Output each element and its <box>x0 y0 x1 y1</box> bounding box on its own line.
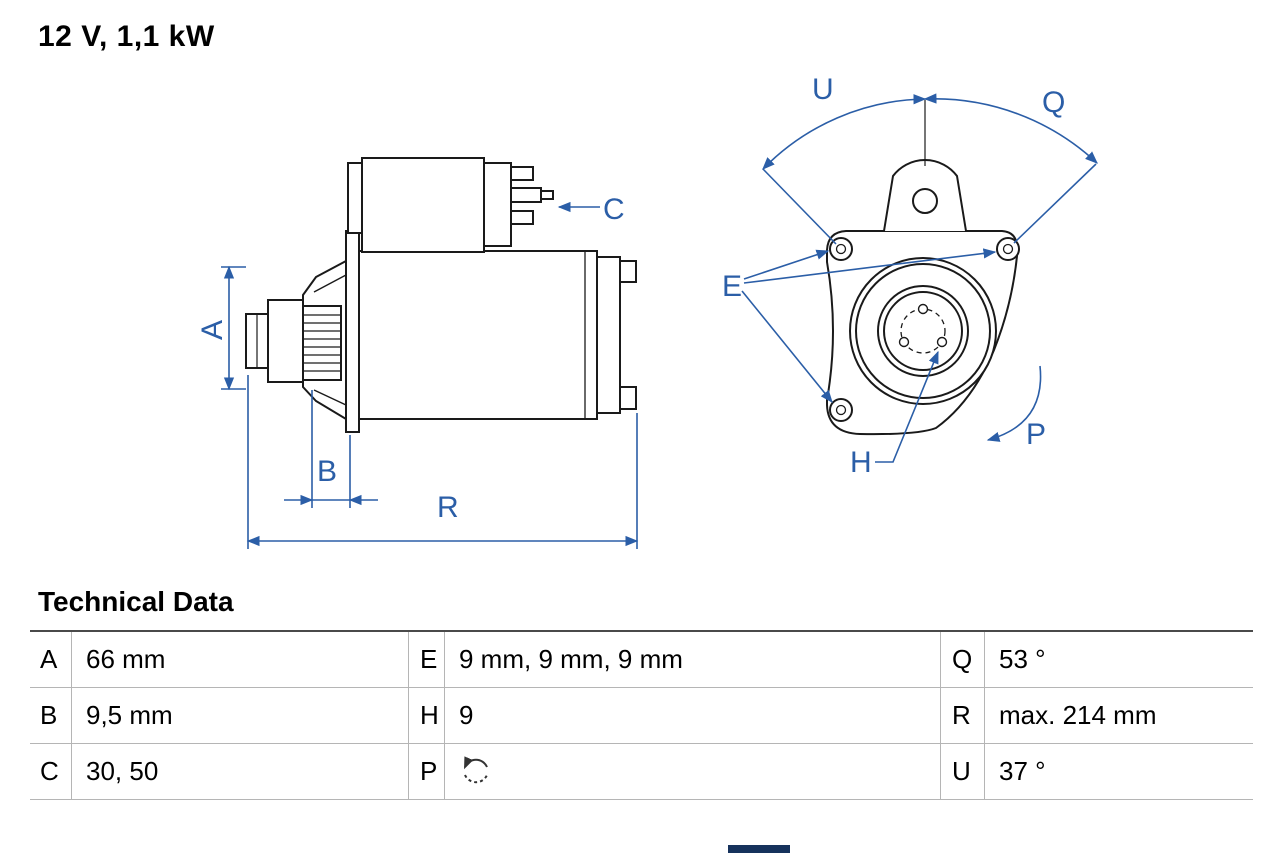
table-key-b: B <box>30 688 72 743</box>
solenoid-stud-2 <box>510 187 542 203</box>
solenoid-body <box>361 157 485 253</box>
side-view-dimensions <box>221 201 639 549</box>
table-key-h: H <box>408 688 445 743</box>
table-key-c: C <box>30 744 72 799</box>
dim-label-e: E <box>722 270 742 303</box>
end-cap <box>596 256 621 414</box>
table-key-q: Q <box>940 632 985 687</box>
dim-label-p: P <box>1026 418 1046 451</box>
dim-label-b: B <box>317 455 337 488</box>
drive-housing-inner-line <box>313 274 347 406</box>
table-key-a: A <box>30 632 72 687</box>
footer-mark <box>728 845 790 853</box>
table-value-e: 9 mm, 9 mm, 9 mm <box>459 644 683 674</box>
dim-e-leader-top-right <box>743 248 997 284</box>
pitch-circle <box>900 308 946 354</box>
table-key-r: R <box>940 688 985 743</box>
front-view-dimension-labels: U Q E H P <box>722 73 1065 479</box>
dim-label-c: C <box>603 193 625 226</box>
table-key-u: U <box>940 744 985 799</box>
dim-q-arc <box>923 93 1098 164</box>
solenoid-cap <box>483 162 512 247</box>
motor-body <box>358 250 598 420</box>
table-value-h: 9 <box>459 700 474 730</box>
dim-e-leader-bottom-left <box>741 290 833 403</box>
spline-circle-1 <box>917 303 929 315</box>
bolt-hole-top-left-center <box>835 243 847 255</box>
solenoid-stud-3 <box>510 210 534 225</box>
solenoid-bracket <box>347 162 363 234</box>
dim-label-h: H <box>850 446 872 479</box>
table-value-u: 37 ° <box>999 756 1046 786</box>
dim-label-u: U <box>812 73 834 106</box>
bolt-hole-bottom-left-center <box>835 404 847 416</box>
front-view <box>826 100 1020 436</box>
angle-ray-left <box>762 168 837 245</box>
side-view <box>245 157 637 433</box>
technical-drawing: A B C R <box>196 73 1098 549</box>
table-row: A 66 mm E 9 mm, 9 mm, 9 mm Q 53 ° <box>30 632 1253 688</box>
rotation-direction-icon <box>464 755 488 783</box>
side-view-dimension-labels: A B C R <box>196 193 625 524</box>
table-row: C 30, 50 P U 37 ° <box>30 744 1253 800</box>
dim-label-q: Q <box>1042 86 1065 119</box>
pinion-gear <box>302 305 342 381</box>
solenoid-stud-2-tip <box>540 190 554 200</box>
solenoid-stud-1 <box>510 166 534 181</box>
table-value-p <box>445 744 940 799</box>
table-key-e: E <box>408 632 445 687</box>
mounting-flange <box>345 230 360 433</box>
spline-circle-2 <box>898 336 910 348</box>
dim-label-a: A <box>196 320 229 340</box>
starter-motor-diagram: A B C R <box>196 73 1098 549</box>
end-tab-bottom <box>619 386 637 410</box>
table-value-a: 66 mm <box>86 644 166 674</box>
front-view-dimensions <box>741 93 1098 463</box>
technical-data-heading: Technical Data <box>38 586 234 617</box>
drawing-title: 12 V, 1,1 kW <box>38 20 215 53</box>
tab-hole <box>912 188 938 214</box>
table-value-r: max. 214 mm <box>999 700 1157 730</box>
dim-h-leader <box>875 350 939 463</box>
bolt-hole-top-right-center <box>1002 243 1014 255</box>
table-key-p: P <box>408 744 445 799</box>
table-value-c: 30, 50 <box>86 756 159 786</box>
dim-label-r: R <box>437 491 459 524</box>
table-row: B 9,5 mm H 9 R max. 214 mm <box>30 688 1253 744</box>
dim-u-arc <box>762 94 927 170</box>
drive-block <box>267 299 304 383</box>
dim-e-leader-top-left <box>743 249 830 280</box>
technical-data-table: A 66 mm E 9 mm, 9 mm, 9 mm Q 53 ° B 9,5 … <box>30 630 1253 800</box>
angle-ray-right <box>1013 163 1097 244</box>
table-value-q: 53 ° <box>999 644 1046 674</box>
pinion-teeth <box>303 314 341 372</box>
dim-p-rotation-arrow <box>986 365 1042 442</box>
spline-circle-3 <box>936 336 948 348</box>
table-value-b: 9,5 mm <box>86 700 173 730</box>
end-tab-top <box>619 260 637 283</box>
